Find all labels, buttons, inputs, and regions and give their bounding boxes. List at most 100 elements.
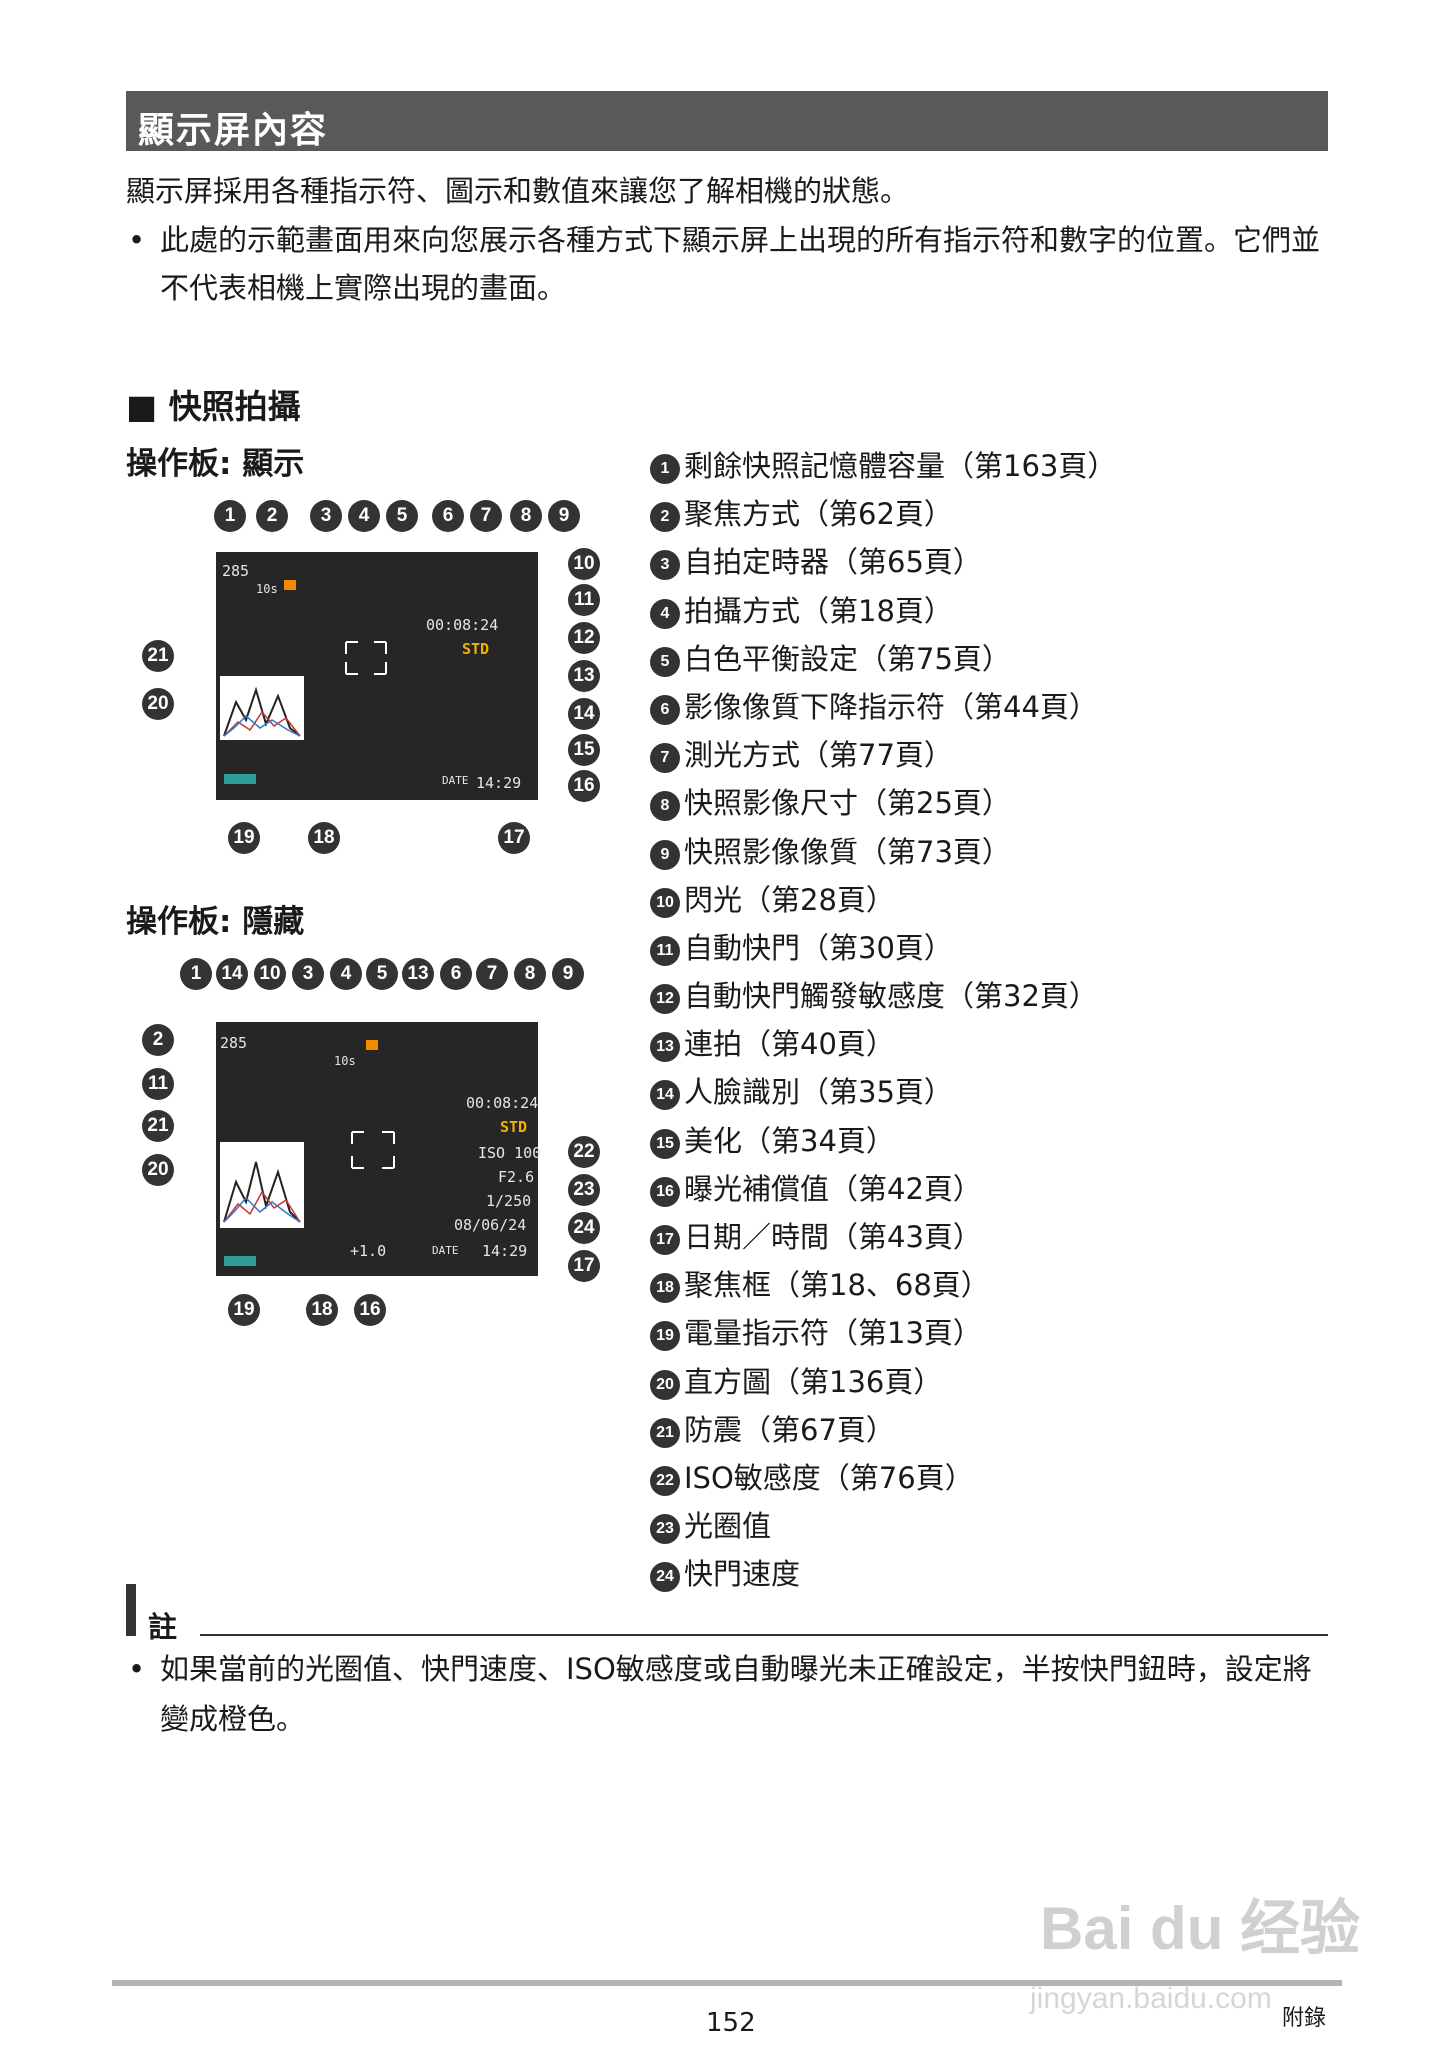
callout-4: 4 <box>348 500 380 532</box>
battery-indicator <box>224 1256 256 1266</box>
legend-number: 9 <box>650 839 680 870</box>
callout-8: 8 <box>514 958 546 990</box>
callout-9: 9 <box>552 958 584 990</box>
legend-number: 12 <box>650 984 680 1015</box>
intro-bullet: • 此處的示範畫面用來向您展示各種方式下顯示屏上出現的所有指示符和數字的位置。它… <box>126 216 1336 312</box>
legend-number: 8 <box>650 791 680 822</box>
intro-text: 顯示屏採用各種指示符、圖示和數值來讓您了解相機的狀態。 <box>126 174 910 208</box>
shutter-speed: 1/250 <box>486 1192 532 1210</box>
histogram-line <box>223 686 301 737</box>
lcd-screen-hide: 285 10s 00:08:24 STD ISO 100 F2.6 1/250 … <box>216 1022 541 1276</box>
watermark-logo: Bai du 经验 <box>1040 1895 1361 1962</box>
legend-number: 23 <box>650 1514 680 1545</box>
legend-text: 光圈值 <box>684 1509 772 1544</box>
legend-number: 21 <box>650 1417 680 1448</box>
callout-7: 7 <box>470 500 502 532</box>
callout-10: 10 <box>568 548 600 580</box>
callout-17: 17 <box>498 822 530 854</box>
callout-1: 1 <box>180 958 212 990</box>
callout-20: 20 <box>142 688 174 720</box>
legend-text: 拍攝方式（第18頁） <box>684 593 953 628</box>
legend-number: 3 <box>650 550 680 581</box>
callout-8: 8 <box>510 500 542 532</box>
legend-text: 影像像質下降指示符（第44頁） <box>684 689 1098 724</box>
footer-divider <box>112 1980 1342 1986</box>
note-label: 註 <box>148 1610 178 1644</box>
legend-number: 5 <box>650 646 680 677</box>
legend-number: 1 <box>650 454 680 484</box>
legend-text: 防震（第67頁） <box>684 1412 895 1447</box>
legend-text: 自動快門（第30頁） <box>684 930 953 965</box>
legend-text: 測光方式（第77頁） <box>684 738 953 773</box>
callout-12: 12 <box>568 622 600 654</box>
remaining-count: 285 <box>222 562 250 580</box>
time-label: 14:29 <box>476 774 522 792</box>
callout-6: 6 <box>432 500 464 532</box>
lcd-overlay-show <box>220 580 387 784</box>
exposure-comp: +1.0 <box>350 1242 387 1260</box>
note-text: 如果當前的光圈值、快門速度、ISO敏感度或自動曝光未正確設定，半按快門鈕時，設定… <box>160 1652 1312 1736</box>
legend-text: 直方圖（第136頁） <box>684 1364 943 1399</box>
legend-number: 6 <box>650 694 680 725</box>
legend-text: 電量指示符（第13頁） <box>684 1316 982 1351</box>
aperture-value: F2.6 <box>498 1168 535 1186</box>
panel-hide-title: 操作板: 隱藏 <box>126 904 305 940</box>
callout-13: 13 <box>568 660 600 692</box>
snapshot-heading: ■ 快照拍攝 <box>126 387 301 426</box>
selftimer-label: 10s <box>256 582 278 596</box>
lcd-screen-show: 285 10s 00:08:24 STD 14:29 DATE <box>216 552 538 800</box>
legend-number: 24 <box>650 1562 680 1593</box>
section-label: 附錄 <box>1282 2006 1327 2031</box>
histogram-red <box>223 710 301 737</box>
legend-number: 14 <box>650 1080 680 1111</box>
callout-14: 14 <box>216 958 248 990</box>
page-number: 152 <box>706 2008 756 2038</box>
legend-number: 22 <box>650 1465 680 1496</box>
legend-text: 快照影像尺寸（第25頁） <box>684 786 1011 821</box>
recording-time: 00:08:24 <box>466 1094 539 1112</box>
callout-1: 1 <box>214 500 246 532</box>
bullet-dot: • <box>128 1652 146 1686</box>
quality-std: STD <box>462 640 490 658</box>
legend-number: 7 <box>650 743 680 774</box>
callout-23: 23 <box>568 1174 600 1206</box>
callout-24: 24 <box>568 1212 600 1244</box>
legend-text: 曝光補償值（第42頁） <box>684 1171 982 1206</box>
legend-text: 閃光（第28頁） <box>684 882 895 917</box>
legend-text: 聚焦方式（第62頁） <box>684 497 953 532</box>
bullet-dot: • <box>128 223 146 257</box>
callout-13: 13 <box>402 958 434 990</box>
legend-text: 自動快門觸發敏感度（第32頁） <box>684 979 1098 1014</box>
note-bar <box>126 1584 136 1636</box>
callout-6: 6 <box>440 958 472 990</box>
note-divider <box>200 1634 1328 1636</box>
callout-19: 19 <box>228 1294 260 1326</box>
legend-text: 自拍定時器（第65頁） <box>684 545 982 580</box>
legend-number: 17 <box>650 1225 680 1255</box>
legend-number: 11 <box>650 935 680 966</box>
legend-text: 白色平衡設定（第75頁） <box>684 641 1011 676</box>
callout-14: 14 <box>568 698 600 730</box>
legend-number: 16 <box>650 1176 680 1207</box>
legend-number: 19 <box>650 1321 680 1352</box>
quality-std: STD <box>500 1118 528 1136</box>
callout-9: 9 <box>548 500 580 532</box>
lcd-overlay-hide <box>220 1040 395 1266</box>
callout-11: 11 <box>568 584 600 616</box>
